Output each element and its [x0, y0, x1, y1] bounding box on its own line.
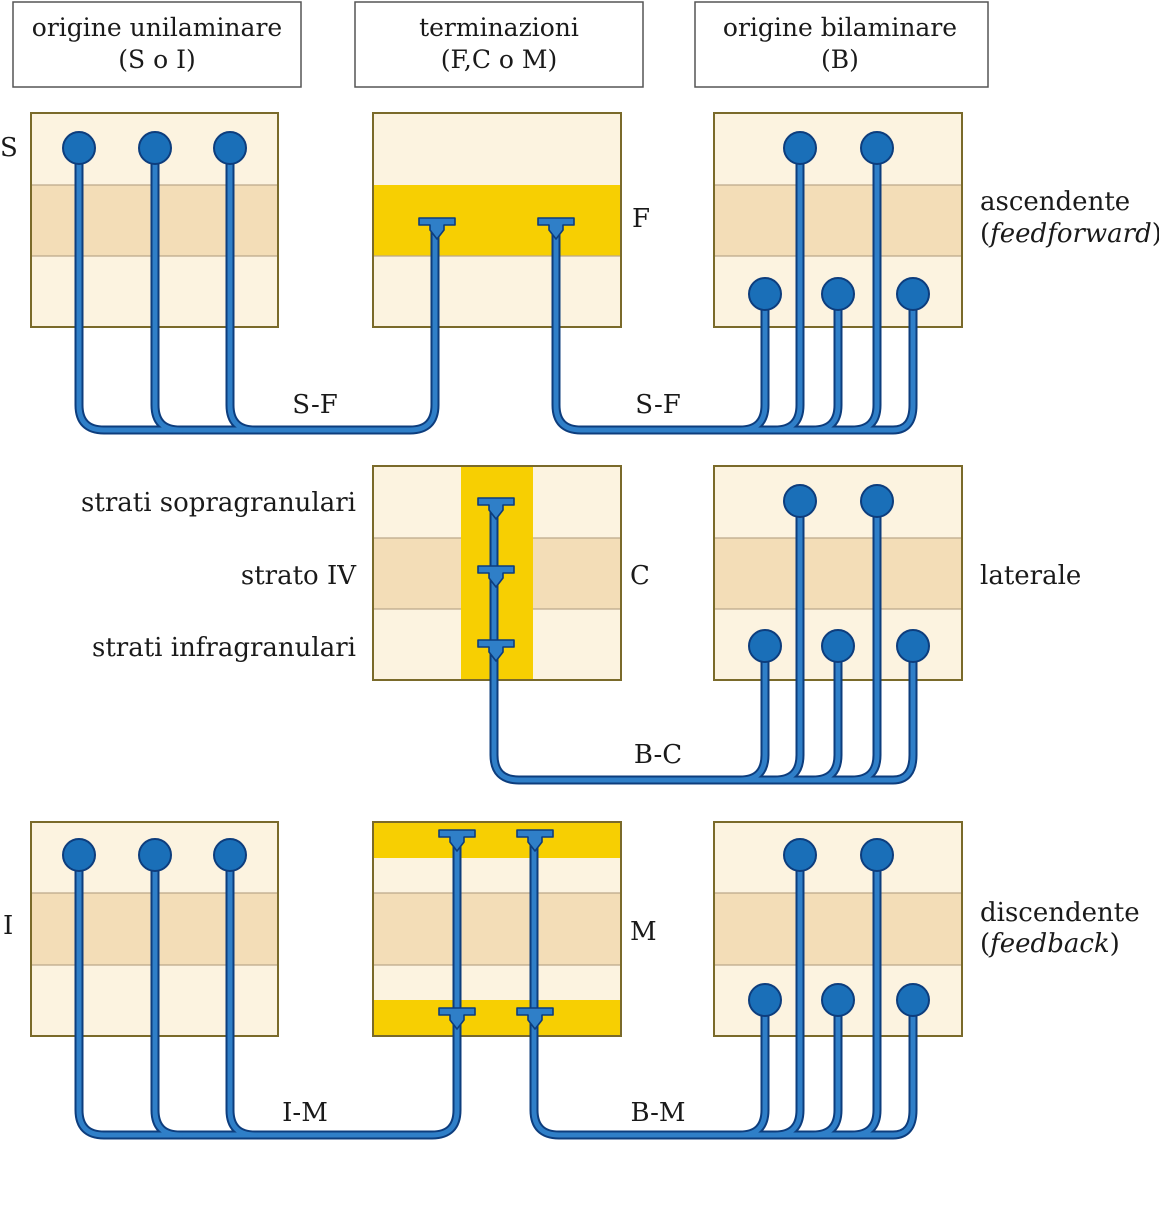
row-label-lateral: laterale — [980, 561, 1081, 591]
pathway-b-m — [516, 829, 930, 1140]
target-letter-c: C — [630, 561, 650, 591]
path-label-b-c: B-C — [634, 740, 682, 770]
source-letter-i: I — [3, 911, 13, 941]
header-origin-bilaminar-sub: (B) — [821, 45, 859, 74]
row-label-feedback: (feedback) — [980, 929, 1120, 959]
header-terminations: terminazioni (F,C o M) — [354, 1, 644, 88]
path-label-b-m: B-M — [631, 1098, 686, 1128]
cortex-source-bilaminar-ascending — [713, 112, 963, 328]
header-origin-bilaminar-title: origine bilaminare — [723, 13, 957, 42]
layer-label-supragranular: strati sopragranulari — [81, 488, 356, 518]
target-letter-f: F — [632, 204, 650, 234]
layer-label-iv: strato IV — [241, 561, 357, 591]
cortex-source-bilaminar-descending — [713, 821, 963, 1037]
header-origin-unilaminar: origine unilaminare (S o I) — [12, 1, 302, 88]
header-origin-unilaminar-sub: (S o I) — [118, 45, 195, 74]
cortex-target-multilaminar — [372, 821, 622, 1037]
source-letter-s: S — [0, 133, 18, 163]
cortex-target-feedforward — [372, 112, 622, 328]
row-label-descending: discendente — [980, 898, 1140, 928]
target-letter-m: M — [630, 917, 657, 947]
layer-label-infragranular: strati infragranulari — [92, 633, 356, 663]
pathway-s-f-left — [62, 131, 456, 435]
pathway-b-c — [477, 484, 930, 785]
header-origin-unilaminar-title: origine unilaminare — [32, 13, 282, 42]
pathway-s-f-right — [537, 131, 930, 435]
row-label-ascending: ascendente — [980, 187, 1130, 217]
pathway-i-m — [62, 829, 476, 1140]
row-label-feedforward: (feedforward) — [980, 219, 1159, 249]
path-label-s-f-left: S-F — [292, 390, 338, 420]
header-origin-bilaminar: origine bilaminare (B) — [694, 1, 989, 88]
path-label-s-f-right: S-F — [635, 390, 681, 420]
header-terminations-sub: (F,C o M) — [441, 45, 558, 74]
header-terminations-title: terminazioni — [419, 13, 579, 42]
path-label-i-m: I-M — [282, 1098, 328, 1128]
